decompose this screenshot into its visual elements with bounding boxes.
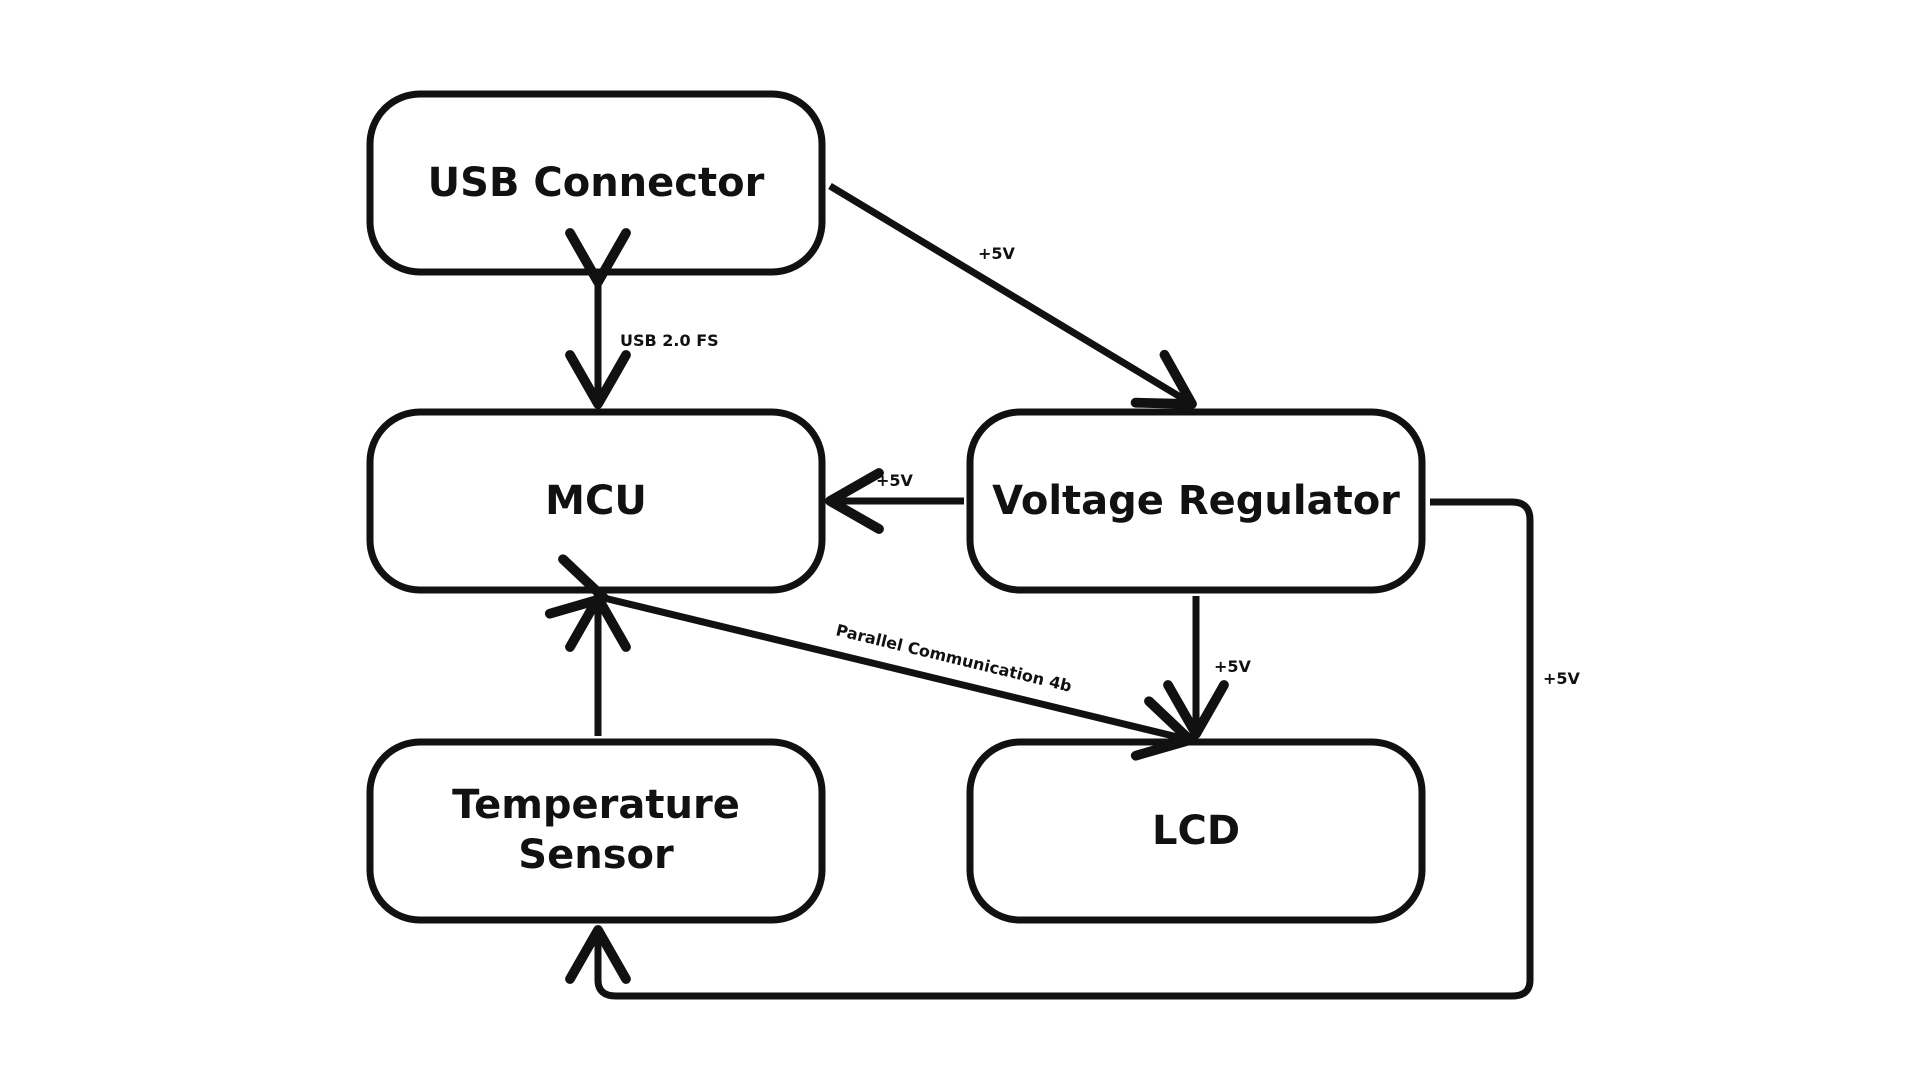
lcd-block: LCD <box>966 738 1426 924</box>
temperature-sensor-label-line1: Temperature <box>452 782 740 828</box>
temperature-sensor-block: Temperature Sensor <box>366 738 826 924</box>
temperature-sensor-label-line2: Sensor <box>518 832 674 878</box>
voltage-regulator-label: Voltage Regulator <box>992 478 1400 524</box>
usb-mcu-label: USB 2.0 FS <box>620 331 719 350</box>
voltage-regulator-block: Voltage Regulator <box>966 408 1426 594</box>
regulator-sensor-label: +5V <box>1543 669 1581 688</box>
usb-regulator-label: +5V <box>978 244 1016 263</box>
lcd-label: LCD <box>1152 808 1240 854</box>
mcu-label: MCU <box>545 478 647 524</box>
usb-connector-label: USB Connector <box>428 160 765 206</box>
regulator-lcd-label: +5V <box>1214 657 1252 676</box>
regulator-mcu-label: +5V <box>876 471 914 490</box>
mcu-lcd-connector <box>544 554 1195 761</box>
mcu-block: MCU <box>366 408 826 594</box>
usb-connector-block: USB Connector <box>366 90 826 276</box>
usb-regulator-connector <box>828 183 1197 409</box>
regulator-sensor-connector <box>565 498 1534 1000</box>
